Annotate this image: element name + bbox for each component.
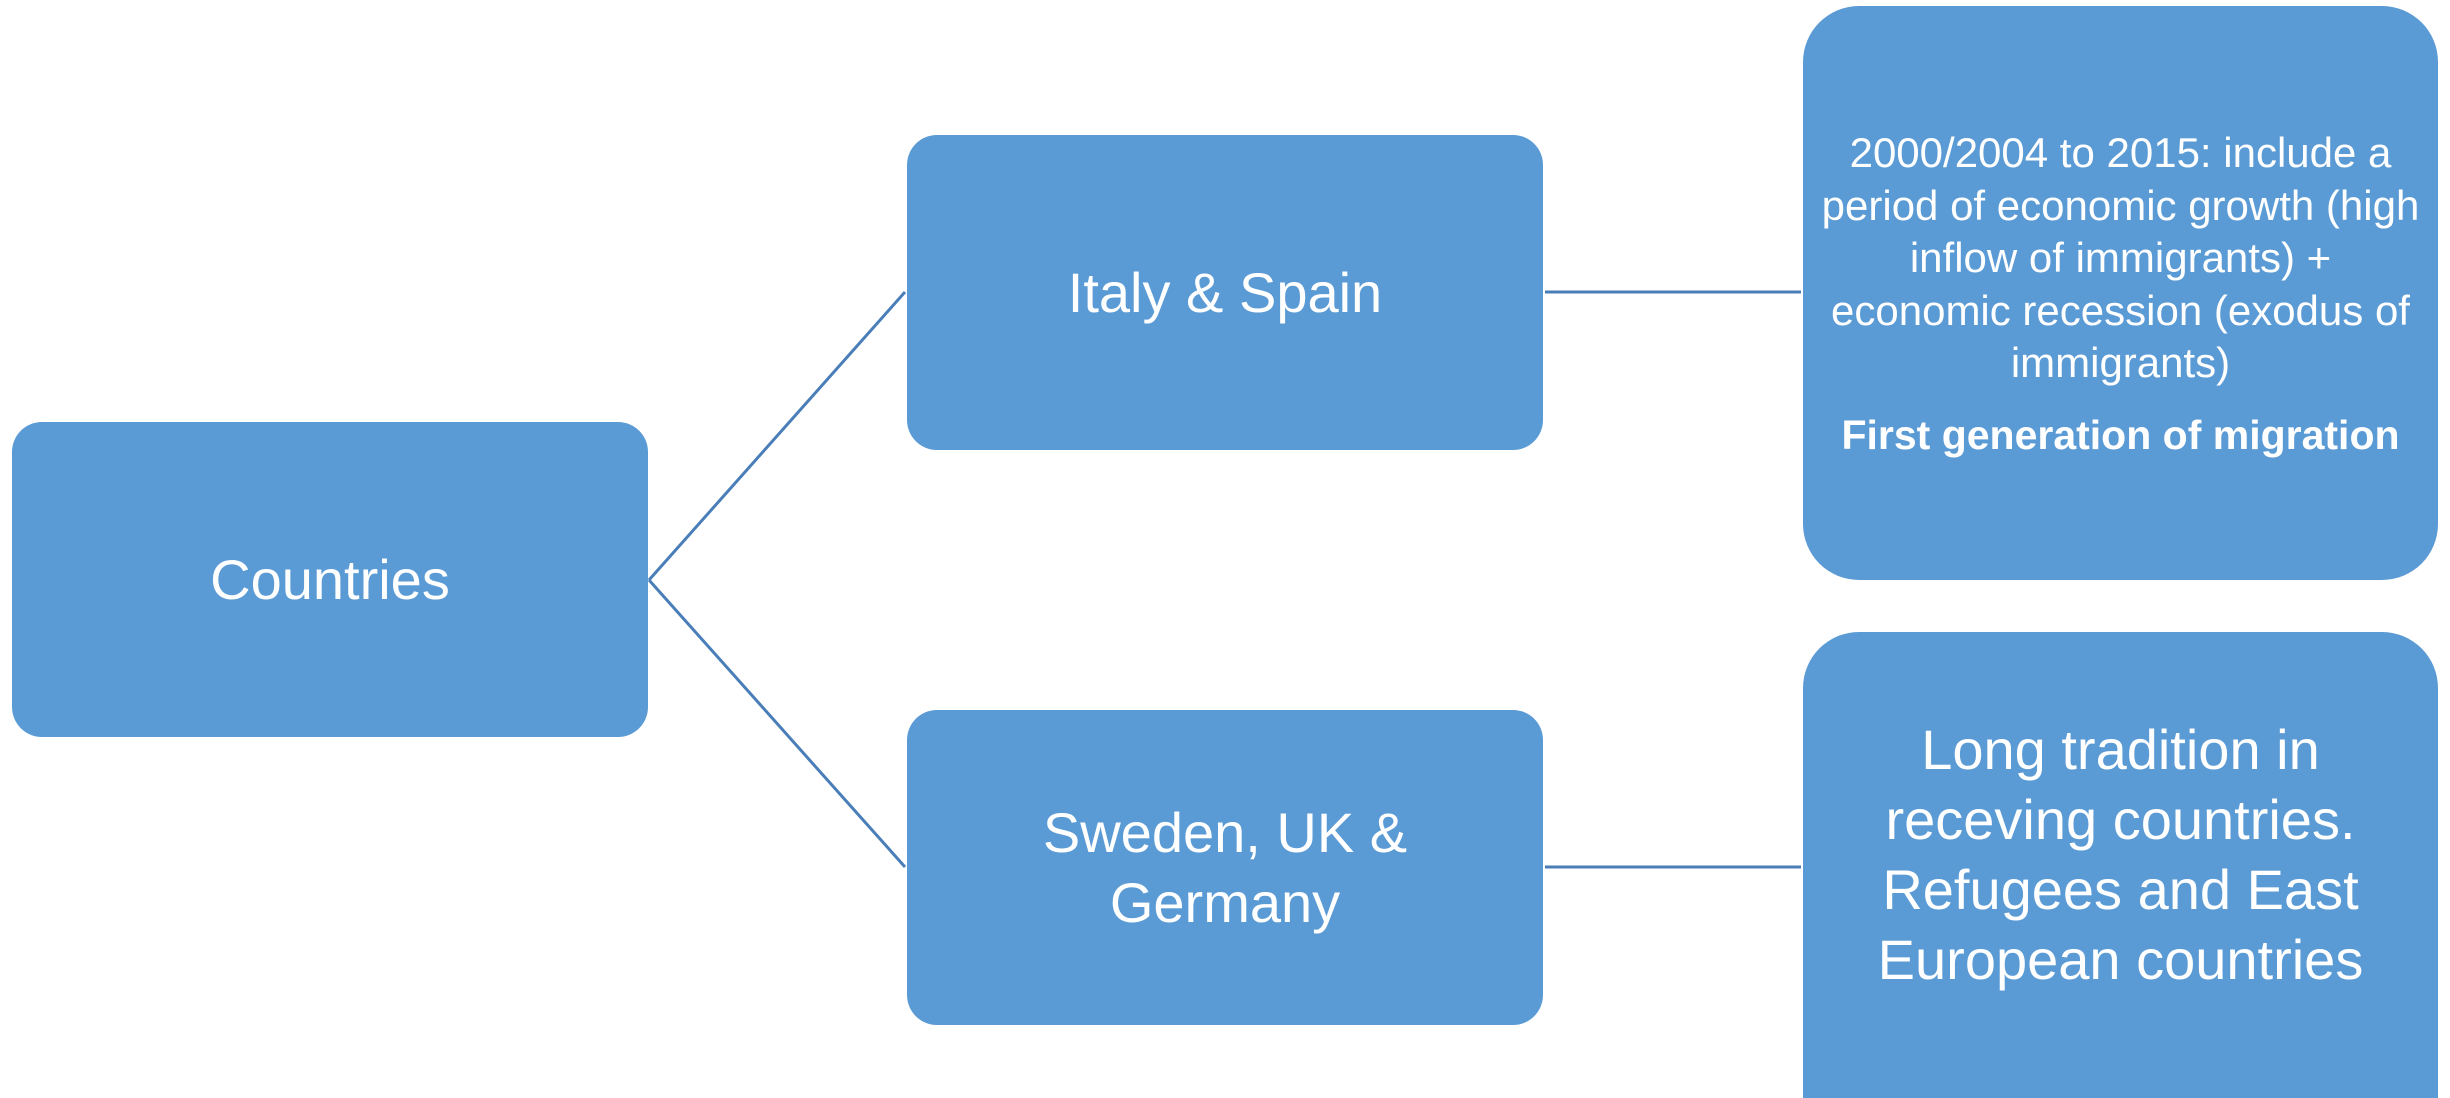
detail-sweden-uk-germany-text: Long tradition in receving countries. Re… [1877,718,2364,991]
node-sweden-uk-germany-label: Sweden, UK & Germany [1042,800,1408,934]
node-countries: Countries [12,422,648,737]
node-sweden-uk-germany: Sweden, UK & Germany [907,710,1543,1025]
node-detail-sweden-uk-germany: Long tradition in receving countries. Re… [1803,632,2438,1098]
detail-italy-spain-emphasis: First generation of migration [1841,411,2400,458]
connector-root-branch-2 [647,579,907,868]
connector-root-branch-1 [647,291,907,581]
node-italy-spain-label: Italy & Spain [1067,261,1383,324]
node-detail-italy-spain: 2000/2004 to 2015: include a period of e… [1803,6,2438,580]
detail-italy-spain-text: 2000/2004 to 2015: include a period of e… [1821,129,2420,387]
node-countries-label: Countries [210,548,450,611]
node-italy-spain: Italy & Spain [907,135,1543,450]
